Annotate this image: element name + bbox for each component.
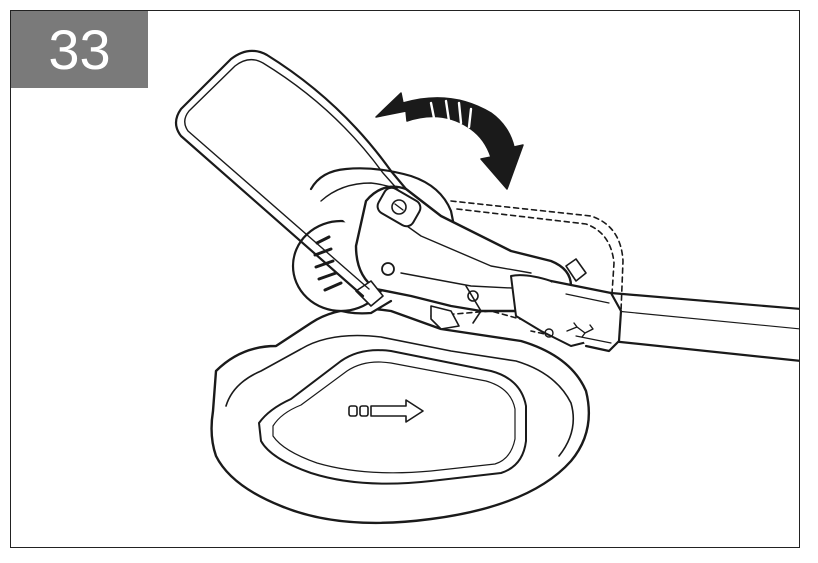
guard-wire (174, 49, 408, 298)
figure-frame: 33 (10, 10, 800, 548)
trimmer-illustration (174, 49, 799, 525)
rotation-arrow-icon (375, 92, 524, 190)
brand-logo-icon (376, 186, 422, 228)
mounting-bracket (355, 280, 460, 330)
shaft (609, 291, 799, 362)
shaft-collar (510, 258, 623, 353)
direction-arrow-icon (348, 399, 424, 423)
adjust-arrows-icon (544, 322, 594, 338)
step-number-badge: 33 (11, 11, 148, 88)
